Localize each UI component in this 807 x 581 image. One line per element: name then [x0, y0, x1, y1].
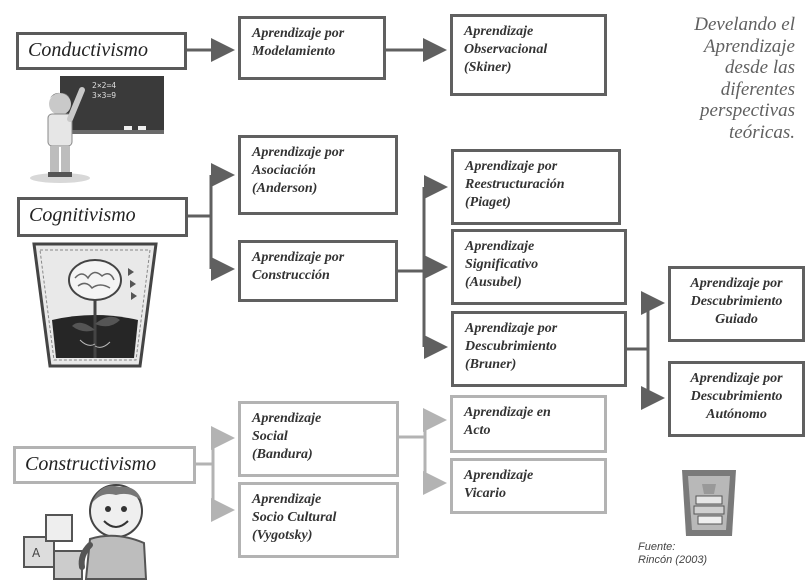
child-blocks-illustration: A [23, 484, 148, 580]
node-line: Aprendizaje en [464, 405, 551, 420]
diagram-title: Develando el Aprendizaje desde las difer… [660, 14, 795, 143]
node-line: Aprendizaje [465, 239, 535, 254]
node-line: Vicario [464, 486, 507, 501]
node-label: Cognitivismo [29, 204, 136, 226]
node-aprendizaje-significativo: Aprendizaje Significativo (Ausubel) [451, 229, 627, 305]
title-line: diferentes [720, 78, 795, 100]
node-line: Significativo [465, 257, 539, 272]
title-line: Develando el [694, 14, 795, 35]
brain-plant-illustration [32, 242, 158, 368]
node-constructivismo: Constructivismo [13, 446, 196, 484]
node-line: Aprendizaje [252, 492, 322, 507]
source-caption: Fuente: Rincón (2003) [638, 541, 707, 567]
node-line: Descubrimiento [465, 339, 557, 354]
node-line: Autónomo [706, 407, 767, 422]
node-aprendizaje-asociacion: Aprendizaje por Asociación (Anderson) [238, 135, 398, 215]
node-line: Observacional [464, 42, 548, 57]
source-label: Fuente: [638, 541, 676, 553]
node-line: Aprendizaje por [465, 321, 558, 336]
classroom-child-illustration: 2×2=4 3×3=9 [30, 76, 164, 183]
node-line: (Ausubel) [465, 275, 522, 290]
node-descubrimiento-guiado: Aprendizaje por Descubrimiento Guiado [668, 266, 805, 342]
node-line: Aprendizaje [252, 411, 322, 426]
node-line: Acto [464, 423, 491, 438]
node-line: Aprendizaje por [690, 371, 783, 386]
title-line: perspectivas [700, 100, 795, 121]
node-cognitivismo: Cognitivismo [17, 197, 188, 237]
node-aprendizaje-sociocultural: Aprendizaje Socio Cultural (Vygotsky) [238, 482, 399, 558]
node-aprendizaje-vicario: Aprendizaje Vicario [450, 458, 607, 514]
node-aprendizaje-descubrimiento: Aprendizaje por Descubrimiento (Bruner) [451, 311, 627, 387]
node-line: (Piaget) [465, 195, 511, 210]
node-line: (Skiner) [464, 60, 512, 75]
node-line: (Vygotsky) [252, 528, 313, 543]
node-label: Conductivismo [28, 39, 148, 61]
node-line: Aprendizaje por [465, 159, 558, 174]
node-aprendizaje-reestructuracion: Aprendizaje por Reestructuración (Piaget… [451, 149, 621, 225]
node-line: Aprendizaje [464, 24, 534, 39]
source-reference: Rincón (2003) [638, 554, 708, 566]
node-line: Aprendizaje por [252, 26, 345, 41]
node-line: Construcción [252, 268, 330, 283]
node-descubrimiento-autonomo: Aprendizaje por Descubrimiento Autónomo [668, 361, 805, 437]
node-line: Asociación [252, 163, 316, 178]
node-line: Aprendizaje por [252, 145, 345, 160]
svg-text:3×3=9: 3×3=9 [92, 91, 116, 100]
node-line: Modelamiento [252, 44, 336, 59]
node-aprendizaje-social: Aprendizaje Social (Bandura) [238, 401, 399, 477]
node-aprendizaje-modelamiento: Aprendizaje por Modelamiento [238, 16, 386, 80]
node-aprendizaje-construccion: Aprendizaje por Construcción [238, 240, 398, 302]
node-line: Social [252, 429, 288, 444]
node-line: (Bandura) [252, 447, 313, 462]
node-line: Aprendizaje [464, 468, 534, 483]
node-aprendizaje-acto: Aprendizaje en Acto [450, 395, 607, 453]
node-line: Reestructuración [465, 177, 565, 192]
node-line: Guiado [715, 312, 758, 327]
node-aprendizaje-observacional: Aprendizaje Observacional (Skiner) [450, 14, 607, 96]
node-line: Socio Cultural [252, 510, 337, 525]
books-logo-illustration [682, 470, 736, 536]
node-line: Aprendizaje por [690, 276, 783, 291]
node-line: Aprendizaje por [252, 250, 345, 265]
svg-text:A: A [32, 546, 41, 560]
title-line: Aprendizaje [703, 35, 795, 57]
node-conductivismo: Conductivismo [16, 32, 187, 70]
node-line: (Bruner) [465, 357, 517, 372]
node-label: Constructivismo [25, 453, 157, 475]
title-line: teóricas. [729, 121, 795, 143]
node-line: Descubrimiento [690, 294, 783, 309]
node-line: Descubrimiento [690, 389, 783, 404]
node-line: (Anderson) [252, 181, 318, 196]
title-line: desde las [724, 57, 795, 78]
svg-text:2×2=4: 2×2=4 [92, 81, 116, 90]
